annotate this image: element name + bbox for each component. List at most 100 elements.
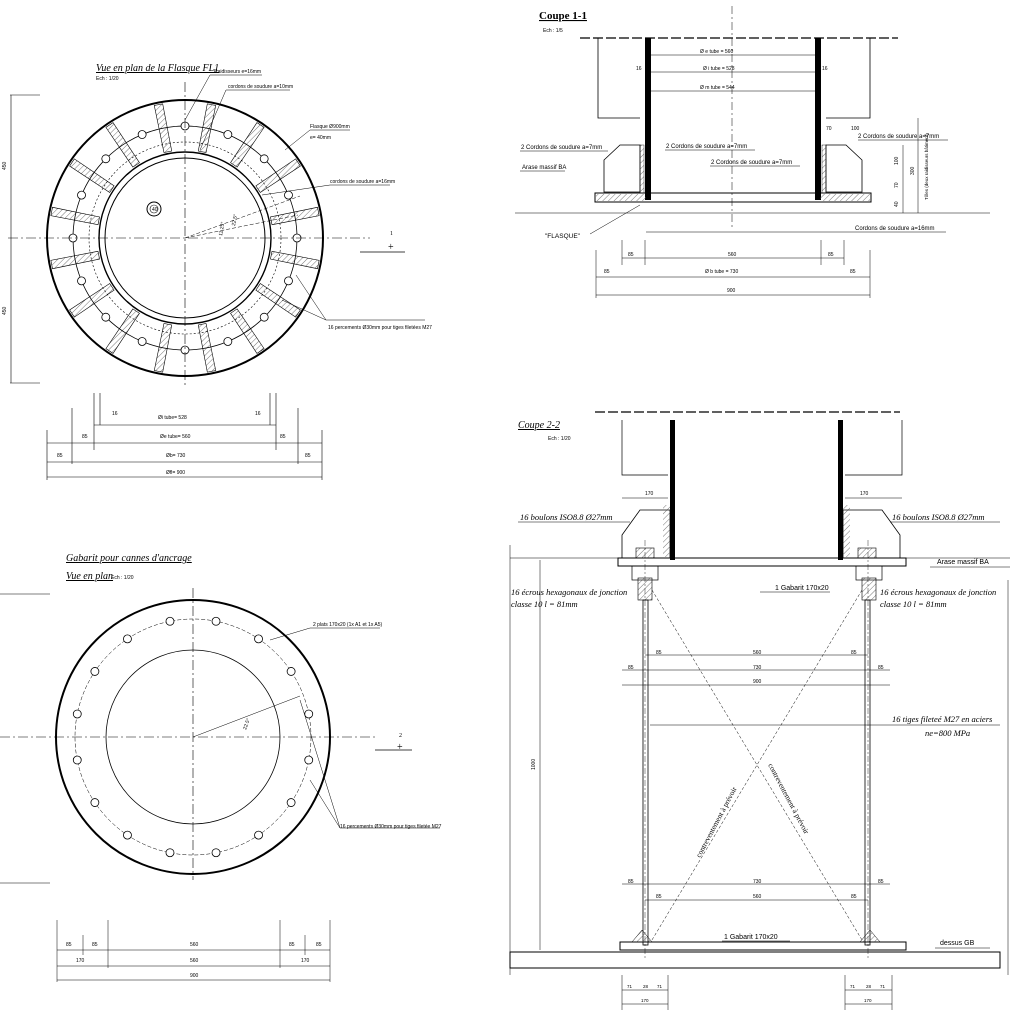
label-boulons-right: 16 boulons ISO8.8 Ø27mm [892,512,985,522]
bolt-hole [72,709,82,719]
section-cross-2: + [397,742,403,753]
bolt-hole [254,634,263,644]
dim-oe-tube: Ø e tube = 560 [700,49,733,55]
vent-hole-inner [149,204,159,214]
gabarit-holes [72,616,314,858]
plan-dim-85a: 85 [82,434,88,440]
dim-100: 100 [851,126,860,132]
vdim-70: 70 [894,182,900,188]
stiffener-right [825,144,863,193]
label-cordon16: cordons de soudure a=16mm [330,179,395,185]
angle-ray-1 [184,195,301,239]
bolt-hole [284,276,293,286]
c22-lower-85b: 85 [878,879,884,885]
vdim-40: 40 [894,201,900,207]
bolt-hole [304,755,314,765]
plan-dim-85c: 85 [57,453,63,459]
plan-dim-85d: 85 [305,453,311,459]
c22-dim-170b: 170 [860,491,869,497]
gabarit-angle: 22.5° [242,718,252,731]
bolt-hole [259,312,269,322]
c22-lower-85c: 85 [656,894,662,900]
bolt-hole [137,130,147,139]
c11-dim-85a: 85 [628,252,634,258]
c22-bot-28b: 28 [866,984,872,989]
label-flasque: Flasque Ø900mm [310,124,350,130]
dim-wall-16a: 16 [636,66,642,72]
dim-oi-tube: Ø i tube = 528 [703,66,735,72]
c22-tube-right [838,420,843,560]
label-cordons-7-left: 2 Cordons de soudure a=7mm [521,145,602,151]
label-tiges-strength: ne=800 MPa [925,728,970,738]
c22-lower-730: 730 [753,879,762,885]
plan-dim-16a: 16 [112,411,118,417]
bolt-hole [101,312,111,322]
c11-dim-85d: 85 [850,269,856,275]
vent-hole [146,201,162,217]
gabarit-dim-85c: 85 [289,942,295,948]
bolt-hole [286,798,296,807]
c22-upper-85a: 85 [656,650,662,656]
angle-ray-2 [184,214,299,239]
label-arase-massif-2: Arase massif BA [937,559,989,566]
label-contreventement-2: contreventement à prévoir [766,762,811,836]
bolt-hole [77,190,86,200]
gabarit-plan: Gabarit pour cannes d'ancrage Vue en pla… [0,553,442,982]
c22-bot-71c: 71 [850,984,856,989]
gabarit-title: Gabarit pour cannes d'ancrage [66,553,192,564]
bolt-hole [286,667,296,676]
c11-dim-85c: 85 [604,269,610,275]
label-cordons10: cordons de soudure a=10mm [228,84,293,90]
label-ecrous-right: 16 écrous hexagonaux de jonction [880,587,996,597]
vdim-300: 300 [910,166,916,175]
gabarit-dim-560a: 560 [190,942,199,948]
bracing-1 [651,589,863,941]
gabarit-subtitle: Vue en plan [66,571,113,582]
vent-hole-label: 40 [152,207,158,213]
plan-dim-tube-inner: Øi tube= 528 [158,415,187,421]
label-cordons-7-center2: 2 Cordons de soudure a=7mm [711,160,792,166]
tube-wall-left [645,38,651,200]
coupe22-title: Coupe 2-2 [518,420,560,431]
dim-om-tube: Ø m tube = 544 [700,85,735,91]
label-cordons-7-center1: 2 Cordons de soudure a=7mm [666,144,747,150]
flange-plate [594,192,872,203]
threaded-rod-left [642,599,649,946]
flange-holes [68,121,302,355]
label-cordons-7-right: 2 Cordons de soudure a=7mm [858,134,939,140]
c22-dim-170a: 170 [645,491,654,497]
bolt-hole [304,709,314,719]
c22-bot-170b: 170 [864,998,872,1003]
coupe22-scale: Ech : 1/20 [548,436,571,442]
c22-upper-85b: 85 [851,650,857,656]
label-gabarit-top: 1 Gabarit 170x20 [775,585,829,592]
label-flasque-thickness: e= 40mm [310,135,331,141]
plan-view-fl1: Vue en plan de la Flasque FL1 Ech : 1/20… [2,63,432,480]
label-dessus-gb: dessus GB [940,940,975,947]
label-percements: 16 percements Ø30mm pour tiges filetées … [328,325,432,331]
gabarit-scale: Ech : 1/20 [111,575,134,581]
c22-bot-71d: 71 [880,984,886,989]
label-cordons-16: Cordons de soudure a=16mm [855,226,935,232]
section-mark-2: 2 [399,733,402,739]
label-ecrous-left: 16 écrous hexagonaux de jonction [511,587,627,597]
bottom-gabarit [619,941,907,951]
c22-lower-85a: 85 [628,879,634,885]
label-raidisseurs-side: Tôles (deux raidisseurs bâtiment) [924,133,929,200]
c22-vdim-1000: 1000 [531,759,537,770]
coupe11-title: Coupe 1-1 [539,10,587,22]
bolt-hole [101,154,111,164]
label-flasque-section: "FLASQUE" [545,233,581,240]
c22-lower-560: 560 [753,894,762,900]
plan-view-scale: Ech : 1/20 [96,76,119,82]
gabarit-dim-85d: 85 [316,942,322,948]
c22-upper-85d: 85 [878,665,884,671]
dim-70: 70 [826,126,832,132]
bolt-hole [90,798,100,807]
bolt-hole [72,755,82,765]
bolt-hole [165,848,175,858]
bolt-hole [259,154,269,164]
c22-upper-900: 900 [753,679,762,685]
bolt-hole [77,276,86,286]
